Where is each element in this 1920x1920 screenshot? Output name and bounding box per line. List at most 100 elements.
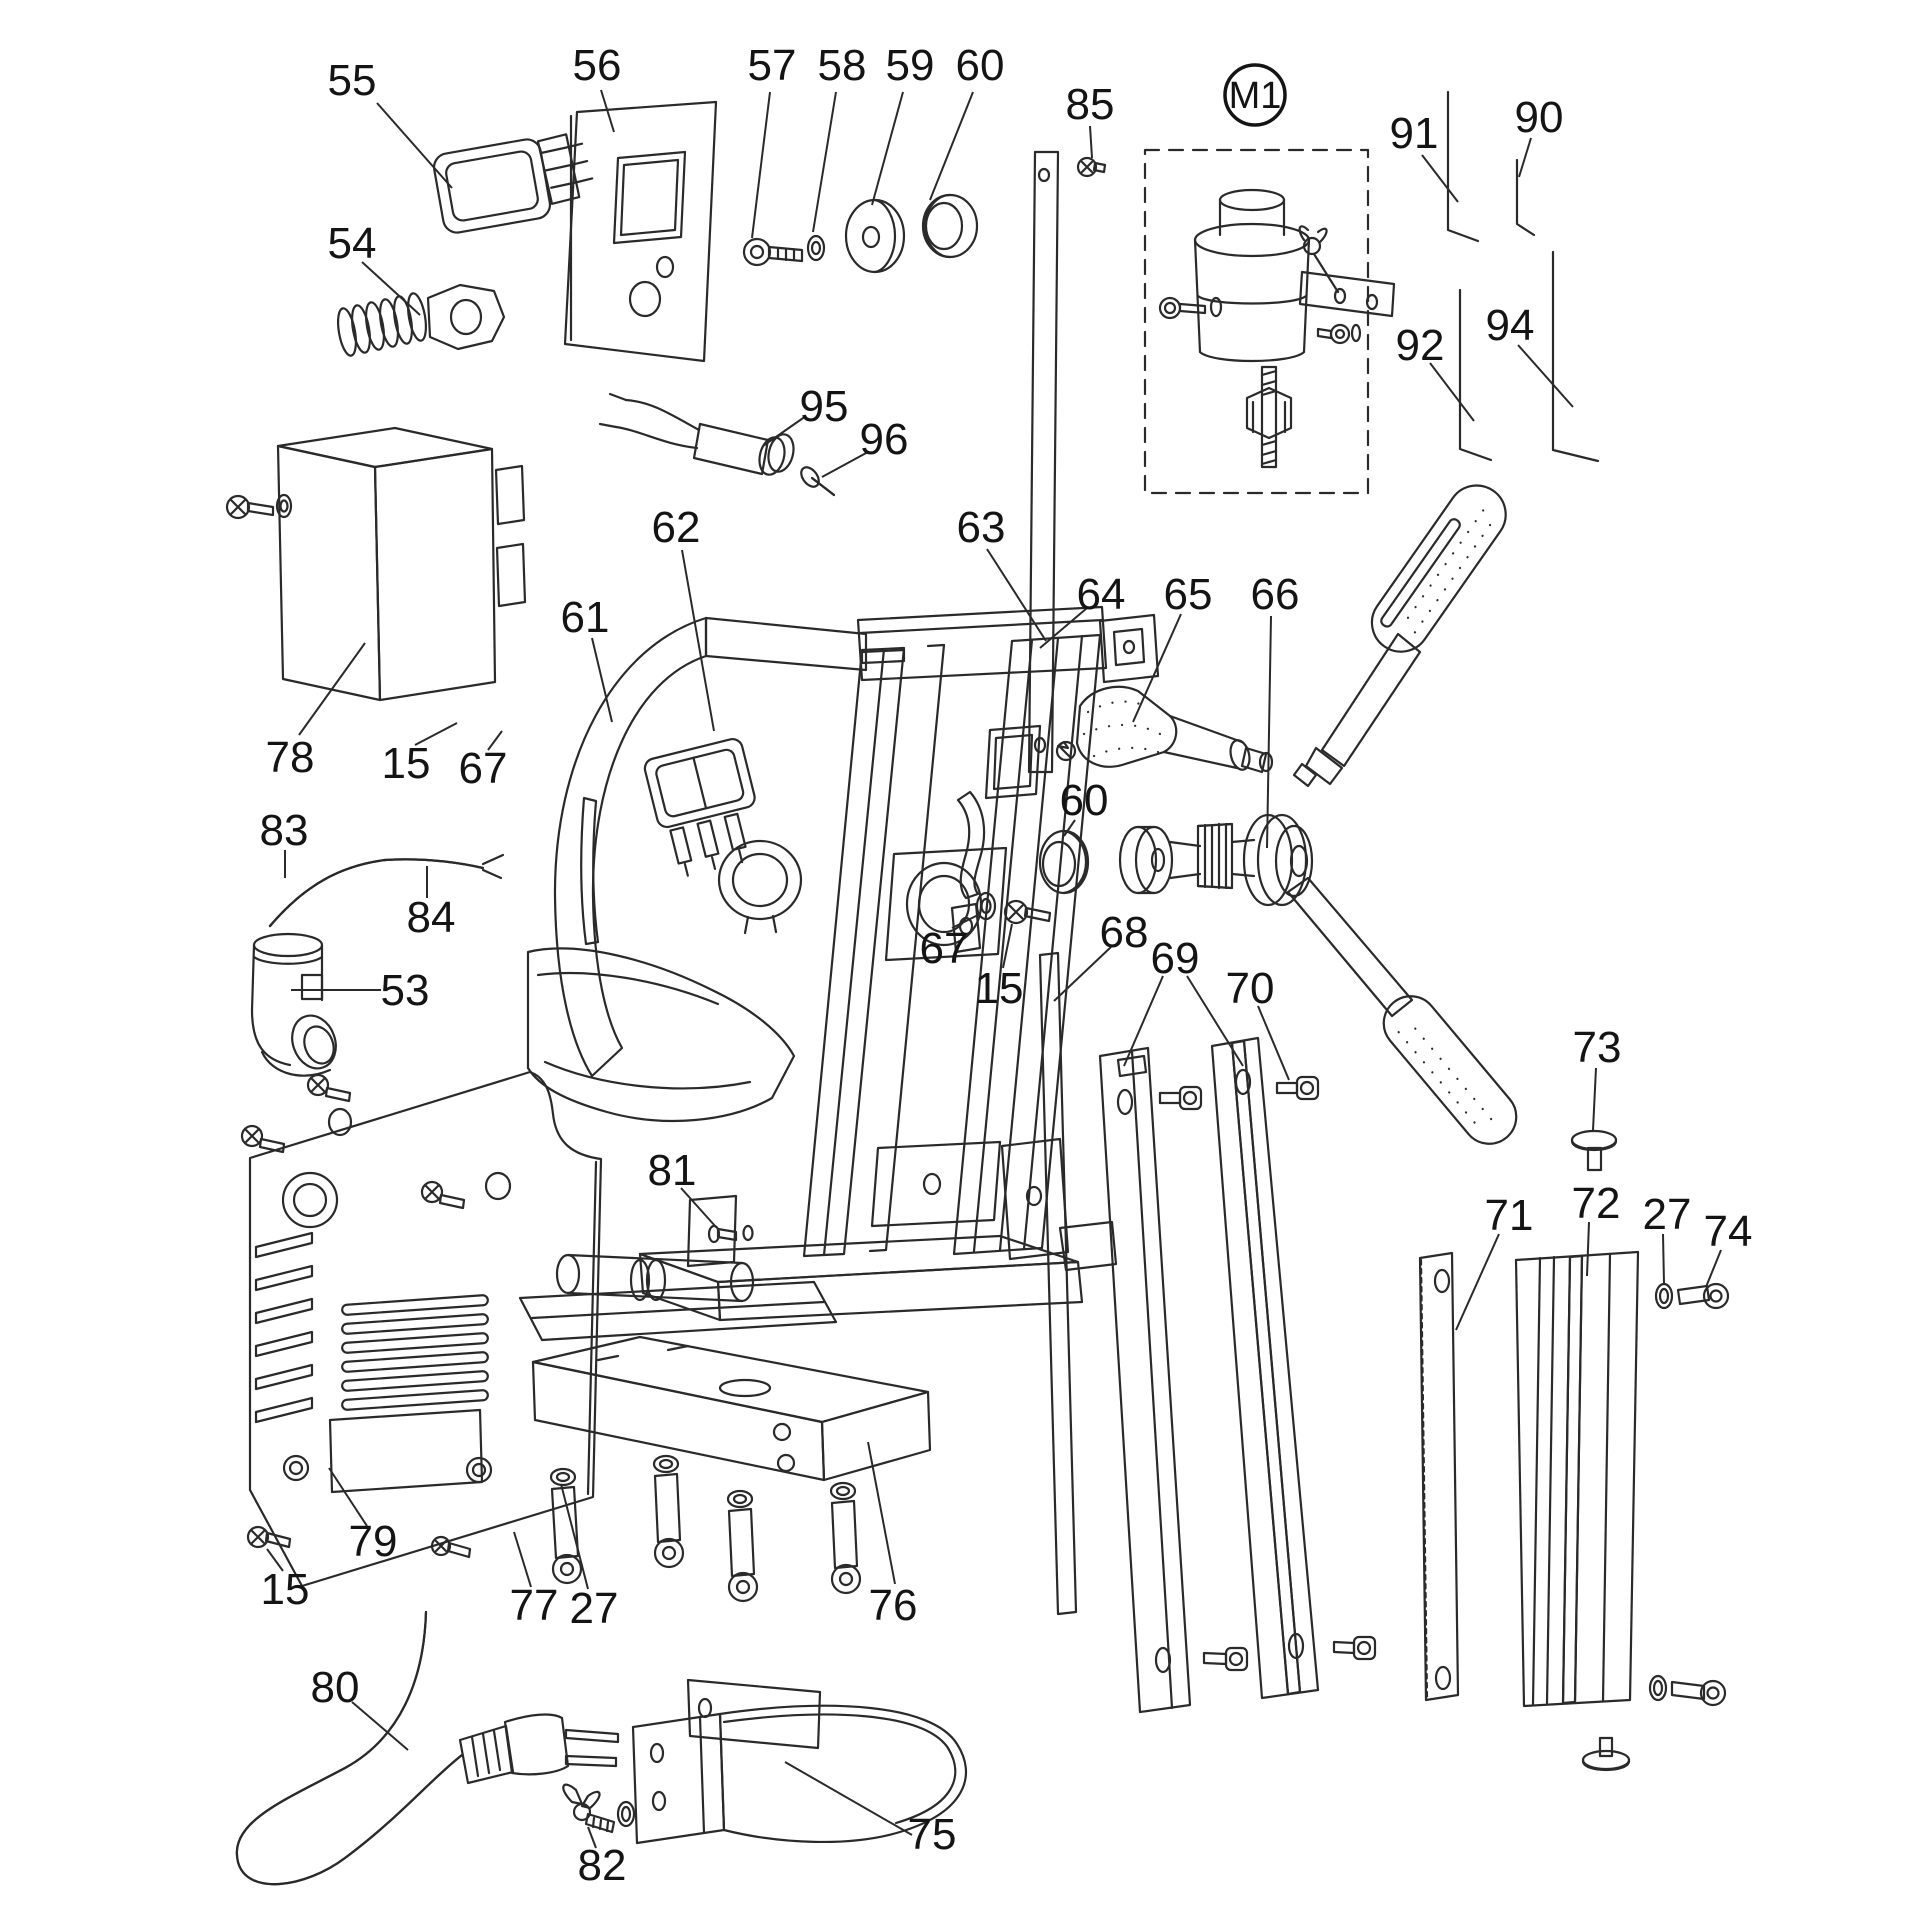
part-label-68: 68 <box>1100 908 1149 957</box>
part-label-65: 65 <box>1164 570 1213 619</box>
strap-75 <box>631 1678 968 1845</box>
hex-key-90 <box>1515 158 1536 237</box>
leader-line-62 <box>681 549 715 732</box>
part-label-78: 78 <box>266 733 315 782</box>
ring-60-mid <box>1038 829 1090 895</box>
part-label-77: 77 <box>510 1581 559 1630</box>
motor-housing-79 <box>240 1070 603 1588</box>
part-label-60-top: 60 <box>956 41 1005 90</box>
part-label-63: 63 <box>957 503 1006 552</box>
part-label-56: 56 <box>573 41 622 90</box>
part-label-59: 59 <box>886 41 935 90</box>
washer-58 <box>806 234 826 262</box>
base-block-76 <box>531 1335 932 1482</box>
screw-81 <box>707 1224 754 1244</box>
part-label-15-c: 15 <box>261 1565 310 1614</box>
handle-rod-top <box>1292 484 1507 788</box>
part-label-58: 58 <box>818 41 867 90</box>
part-label-75: 75 <box>908 1810 957 1859</box>
part-label-54: 54 <box>328 219 377 268</box>
part-label-27-b: 27 <box>1643 1190 1692 1239</box>
washer-27-b <box>1654 1282 1674 1310</box>
screw-15-c <box>246 1525 292 1549</box>
leader-line-73 <box>1592 1067 1597 1131</box>
screw-70 <box>1275 1075 1320 1101</box>
leader-line-81 <box>680 1187 717 1228</box>
rail-screw-bottom-right <box>1332 1635 1377 1661</box>
elbow-53 <box>250 932 337 1077</box>
cap-73 <box>1570 1129 1618 1172</box>
leader-line-58 <box>812 91 837 233</box>
leader-line-61 <box>591 637 613 723</box>
leader-line-63 <box>986 548 1047 642</box>
leader-line-15-a <box>414 722 458 746</box>
module-badge-label: M1 <box>1229 75 1282 117</box>
part-label-95: 95 <box>800 382 849 431</box>
part-label-81: 81 <box>648 1146 697 1195</box>
leader-lines <box>266 89 1722 1849</box>
leader-line-79 <box>328 1467 368 1527</box>
leader-line-85 <box>1089 125 1093 159</box>
rail-72 <box>1514 1250 1640 1708</box>
leader-line-55 <box>376 102 453 189</box>
leader-line-72 <box>1586 1221 1590 1277</box>
part-label-84: 84 <box>407 893 456 942</box>
part-label-94: 94 <box>1486 301 1535 350</box>
part-label-71: 71 <box>1485 1191 1534 1240</box>
part-label-69: 69 <box>1151 934 1200 983</box>
part-label-60-mid: 60 <box>1060 776 1109 825</box>
part-label-27-a: 27 <box>570 1584 619 1633</box>
leader-line-91 <box>1421 154 1459 203</box>
screw-57 <box>742 237 804 267</box>
part-label-15-b: 15 <box>975 964 1024 1013</box>
leader-line-92 <box>1429 362 1475 422</box>
part-label-15-a: 15 <box>382 739 431 788</box>
part-label-70: 70 <box>1226 964 1275 1013</box>
capacitor-box-78 <box>225 426 527 702</box>
part-label-76: 76 <box>869 1581 918 1630</box>
leader-line-27-a <box>560 1483 589 1590</box>
hex-key-94 <box>1551 250 1600 463</box>
part-label-55: 55 <box>328 56 377 105</box>
rail-screw-top <box>1158 1085 1203 1111</box>
part-label-83: 83 <box>260 806 309 855</box>
leader-line-27-b <box>1662 1233 1665 1285</box>
part-label-67-b: 67 <box>920 924 969 973</box>
screw-15-d <box>430 1535 472 1559</box>
bolt-74 <box>1676 1282 1730 1310</box>
leader-line-15-c <box>266 1548 284 1572</box>
leader-line-78 <box>298 642 366 736</box>
module-badge-m1: M1 <box>1223 63 1287 127</box>
part-label-85: 85 <box>1066 80 1115 129</box>
part-label-61: 61 <box>561 593 610 642</box>
leader-line-64 <box>1039 607 1088 649</box>
grip-65 <box>1075 685 1274 774</box>
wing-bolt-82 <box>562 1783 636 1834</box>
part-label-92: 92 <box>1396 321 1445 370</box>
part-label-90: 90 <box>1515 93 1564 142</box>
leader-line-69-1 <box>1186 975 1244 1067</box>
part-label-62: 62 <box>652 503 701 552</box>
hex-key-92 <box>1458 288 1493 462</box>
part-label-66: 66 <box>1251 570 1300 619</box>
strain-relief-54 <box>336 283 506 357</box>
leader-line-54 <box>361 261 421 316</box>
leader-line-60-top <box>929 91 974 201</box>
leader-line-70 <box>1257 1005 1290 1081</box>
leader-line-80 <box>351 1701 409 1751</box>
part-label-67-a: 67 <box>459 744 508 793</box>
rail-screw-bottom-left <box>1202 1646 1249 1672</box>
magnet-module-m1 <box>1143 148 1396 495</box>
part-label-80: 80 <box>311 1663 360 1712</box>
leader-line-68 <box>1053 946 1112 1002</box>
leader-line-57 <box>751 91 771 239</box>
rack-71 <box>1418 1251 1460 1702</box>
spindle-66 <box>1118 813 1518 1145</box>
part-label-53: 53 <box>381 966 430 1015</box>
part-label-72: 72 <box>1572 1179 1621 1228</box>
flat-bar-64 <box>1027 150 1077 774</box>
leader-line-15-b <box>1002 923 1013 969</box>
gib-strip-68 <box>1038 951 1078 1616</box>
